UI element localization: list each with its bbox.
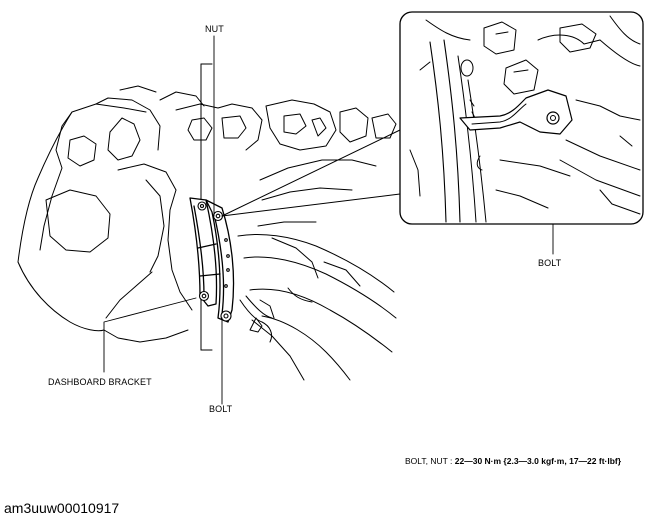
torque-prefix: BOLT, NUT :: [405, 456, 455, 466]
callout-connector: [221, 129, 401, 217]
label-nut: NUT: [205, 24, 224, 34]
torque-value: 22—30 N·m {2.3—3.0 kgf·m, 17—22 ft·lbf}: [454, 456, 622, 466]
detail-inset: [399, 11, 644, 225]
label-bolt-inset: BOLT: [538, 258, 562, 268]
torque-specification: BOLT, NUT : 22—30 N·m {2.3—3.0 kgf·m, 17…: [405, 456, 621, 466]
document-id: am3uuw00010917: [4, 500, 120, 516]
label-bolt-main: BOLT: [209, 404, 233, 414]
vehicle-structure-outline: [17, 85, 397, 381]
label-dashboard-bracket: DASHBOARD BRACKET: [48, 377, 152, 387]
bracket-fasteners: [197, 201, 232, 322]
dashboard-bracket-shape: [189, 197, 235, 323]
